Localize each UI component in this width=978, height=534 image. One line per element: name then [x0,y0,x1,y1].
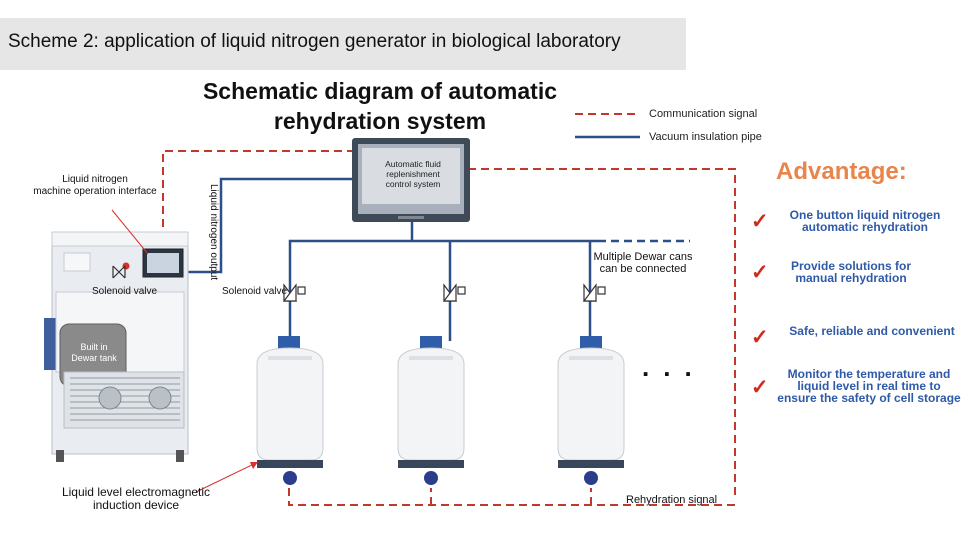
rehydration-signal-label: Rehydration signal [626,494,718,506]
control-line-2: replenishment [386,169,440,179]
advantage-title: Advantage: [776,158,907,185]
advantage-1-line-1: One button liquid nitrogen [789,208,941,222]
tank-line-1: Built in [80,342,108,352]
checkmark-icon: ✓ [751,210,769,233]
advantage-item-2: Provide solutions for manual rehydration [766,260,936,284]
machine-touchscreen [142,248,184,278]
machine-interface-label: Liquid nitrogen machine operation interf… [20,174,170,198]
dewar-can-3 [557,336,625,485]
multiple-dewar-line-2: can be connected [599,263,687,275]
advantage-1-line-2: automatic rehydration [801,220,929,234]
induction-pointer-arrow [250,462,258,469]
legend-vacuum-label: Vacuum insulation pipe [649,131,762,143]
valve-icon [112,265,606,302]
advantage-item-4: Monitor the temperature and liquid level… [762,368,976,404]
dewar-can-2 [397,336,465,485]
machine-interface-line-2: machine operation interface [33,186,157,197]
advantage-3-line-1: Safe, reliable and convenient [789,324,955,338]
status-light [122,262,130,270]
built-in-tank-label: Built in Dewar tank [62,342,126,364]
communication-signal-lines [150,150,736,506]
checkmark-icon: ✓ [751,326,769,349]
dewar-can-1 [256,336,324,485]
advantage-2-line-1: Provide solutions for [790,259,911,273]
page-heading: Scheme 2: application of liquid nitrogen… [8,31,621,52]
tank-line-2: Dewar tank [71,353,117,363]
more-dewars-ellipsis: ... [642,352,706,382]
control-line-3: control system [385,179,441,189]
solenoid-valve-label-center: Solenoid valve [222,286,288,297]
advantage-item-1: One button liquid nitrogen automatic reh… [770,209,960,233]
advantage-item-3: Safe, reliable and convenient [772,325,972,337]
control-panel [352,138,470,222]
diagram-title-line2: rehydration system [273,108,487,134]
legend-communication-label: Communication signal [649,108,758,120]
checkmark-icon: ✓ [751,261,769,284]
machine-interface-line-1: Liquid nitrogen [62,174,128,185]
header-bar [0,18,686,70]
advantage-4-line-3: ensure the safety of cell storage [777,391,961,405]
control-system-label: Automatic fluid replenishment control sy… [364,159,462,189]
advantage-4-line-1: Monitor the temperature and [787,367,951,381]
advantage-4-line-2: liquid level in real time to [797,379,941,393]
control-line-1: Automatic fluid [385,159,441,169]
level-line-1: Liquid level electromagnetic [61,485,211,499]
ln-output-label: Liquid nitrogen output [208,184,219,280]
level-line-2: induction device [92,498,180,512]
checkmark-icon: ✓ [751,376,769,399]
diagram-title-line1: Schematic diagram of automatic [202,78,558,104]
advantage-2-line-2: manual rehydration [795,271,907,285]
interface-pointer [111,209,149,255]
multiple-dewar-line-1: Multiple Dewar cans [593,251,693,263]
multiple-dewar-label: Multiple Dewar cans can be connected [590,251,696,275]
solenoid-valve-label-left: Solenoid valve [92,286,158,297]
induction-pointer [195,461,259,493]
diagram-title: Schematic diagram of automatic rehydrati… [160,76,600,136]
liquid-level-device-label: Liquid level electromagnetic induction d… [42,486,230,512]
